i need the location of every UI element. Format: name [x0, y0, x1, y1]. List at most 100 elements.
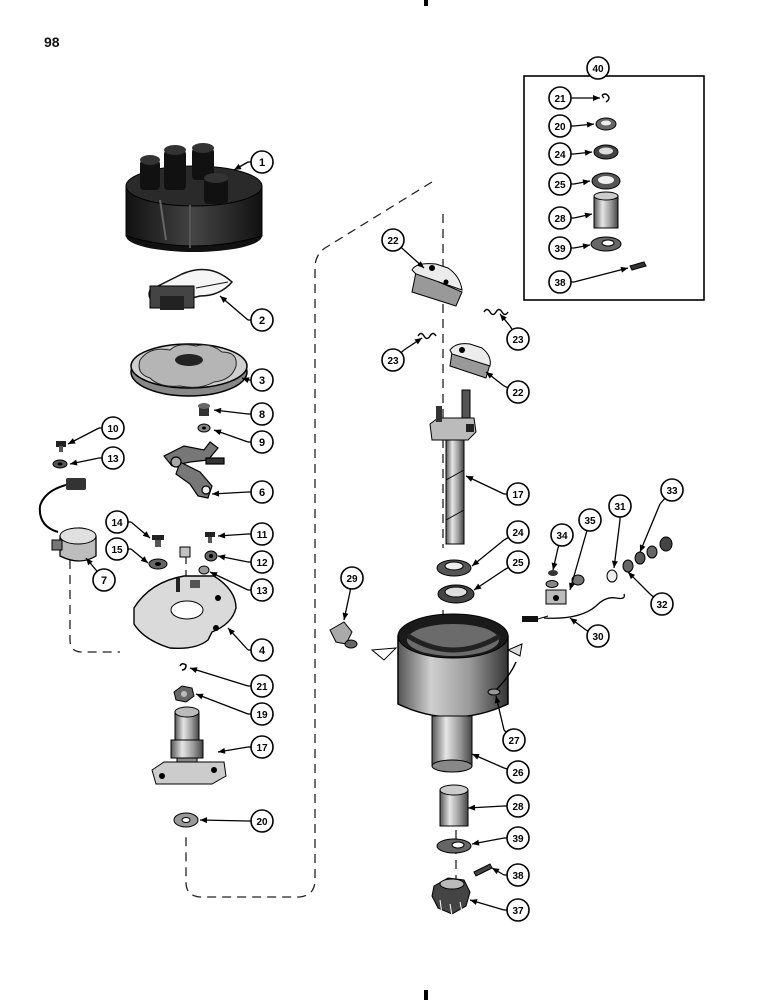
callout-c20b: 20 — [548, 114, 572, 138]
callout-number: 21 — [256, 682, 268, 693]
callout-circle — [92, 568, 116, 592]
callout-number: 9 — [259, 437, 265, 449]
callout-circle — [548, 114, 572, 138]
leader-line-c20a — [199, 819, 249, 822]
callout-number: 39 — [512, 834, 524, 845]
leader-arrow-c38a — [492, 868, 500, 875]
breaker-plate-part — [133, 575, 237, 650]
dashed-line-coil — [69, 560, 120, 653]
leader-arrow-c4 — [228, 628, 235, 636]
washers-24-25 — [436, 559, 475, 604]
callout-number: 19 — [256, 710, 268, 721]
clip-nut-21-19 — [173, 662, 195, 703]
callout-c15: 15 — [105, 537, 129, 561]
callout-c17a: 17 — [250, 735, 274, 759]
leader-arrow-c27 — [494, 696, 501, 704]
callout-c19: 19 — [250, 702, 274, 726]
callout-circle — [250, 430, 274, 454]
callout-c40: 40 — [586, 56, 610, 80]
callout-circle — [506, 327, 530, 351]
leader-arrow-c35 — [569, 582, 575, 590]
callout-circle — [250, 522, 274, 546]
callout-c34: 34 — [550, 523, 574, 547]
callout-c11: 11 — [250, 522, 274, 546]
callout-number: 22 — [387, 236, 399, 247]
leader-line-c17b — [465, 475, 505, 495]
margin-mark-bottom — [424, 990, 428, 1000]
leader-line-c35 — [569, 533, 587, 591]
callout-number: 23 — [387, 356, 399, 367]
callout-number: 4 — [259, 645, 266, 657]
callout-number: 34 — [556, 531, 568, 542]
callout-number: 7 — [101, 575, 107, 587]
callout-c26: 26 — [506, 760, 530, 784]
leader-arrow-c39b — [582, 243, 590, 250]
leader-arrow-c34 — [551, 562, 558, 570]
leader-arrow-c30 — [570, 618, 578, 625]
callout-c38b: 38 — [548, 270, 572, 294]
callout-number: 12 — [256, 558, 268, 569]
callout-circle — [250, 480, 274, 504]
callout-number: 20 — [554, 122, 566, 133]
callout-c1: 1 — [250, 150, 274, 174]
callout-number: 37 — [512, 906, 524, 917]
callout-circle — [381, 348, 405, 372]
callout-circle — [101, 446, 125, 470]
leader-arrow-c9 — [214, 429, 222, 436]
leader-arrow-c17a — [218, 747, 226, 754]
callout-c39b: 39 — [548, 236, 572, 260]
callout-number: 21 — [554, 94, 566, 105]
leader-arrow-c32 — [628, 572, 636, 580]
callout-circle — [250, 702, 274, 726]
leader-arrow-c13b — [210, 572, 218, 578]
callout-c10: 10 — [101, 416, 125, 440]
callout-circle — [506, 794, 530, 818]
callout-number: 20 — [256, 817, 268, 828]
leader-arrow-c24b — [584, 149, 592, 156]
callout-number: 26 — [512, 768, 524, 779]
callout-c2: 2 — [250, 308, 274, 332]
callout-number: 25 — [512, 558, 524, 569]
callout-c25a: 25 — [506, 550, 530, 574]
callout-c6: 6 — [250, 480, 274, 504]
callout-c17b: 17 — [506, 482, 530, 506]
dashed-line-main — [185, 181, 433, 898]
callout-number: 17 — [512, 490, 524, 501]
page-number: 98 — [44, 34, 60, 50]
rotor-part — [148, 268, 234, 310]
leader-line-c13b — [209, 571, 249, 591]
callout-circle — [506, 826, 530, 850]
screw-clip-14-15 — [148, 535, 168, 570]
callout-circle — [548, 142, 572, 166]
repair-kit-inset — [523, 75, 705, 301]
leader-arrow-c19 — [196, 693, 204, 700]
distributor-cap-part — [125, 143, 263, 252]
leader-arrow-c8 — [214, 407, 222, 414]
callout-c32: 32 — [650, 592, 674, 616]
leader-arrow-c22b — [486, 372, 494, 379]
leader-line-c21a — [189, 667, 249, 687]
callout-c37: 37 — [506, 898, 530, 922]
leader-line-c33 — [639, 503, 661, 553]
condenser-part — [38, 478, 97, 562]
leader-arrow-c28b — [584, 212, 592, 219]
callout-circle — [250, 638, 274, 662]
callout-circle — [586, 624, 610, 648]
callout-number: 8 — [259, 409, 265, 421]
screw-washer-8-9 — [197, 403, 211, 433]
leader-arrow-c25a — [474, 583, 482, 590]
callout-circle — [548, 86, 572, 110]
callout-c30: 30 — [586, 624, 610, 648]
callout-number: 25 — [554, 180, 566, 191]
callout-circle — [660, 478, 684, 502]
callout-c28b: 28 — [548, 206, 572, 230]
leader-arrow-c7 — [86, 558, 93, 566]
breaker-points-part — [163, 441, 225, 499]
cam-shaft-part — [429, 389, 477, 545]
callout-number: 1 — [259, 157, 265, 169]
drive-shaft-lower-part — [151, 706, 227, 785]
callout-c20a: 20 — [250, 809, 274, 833]
callout-number: 27 — [508, 736, 520, 747]
callout-c24b: 24 — [548, 142, 572, 166]
